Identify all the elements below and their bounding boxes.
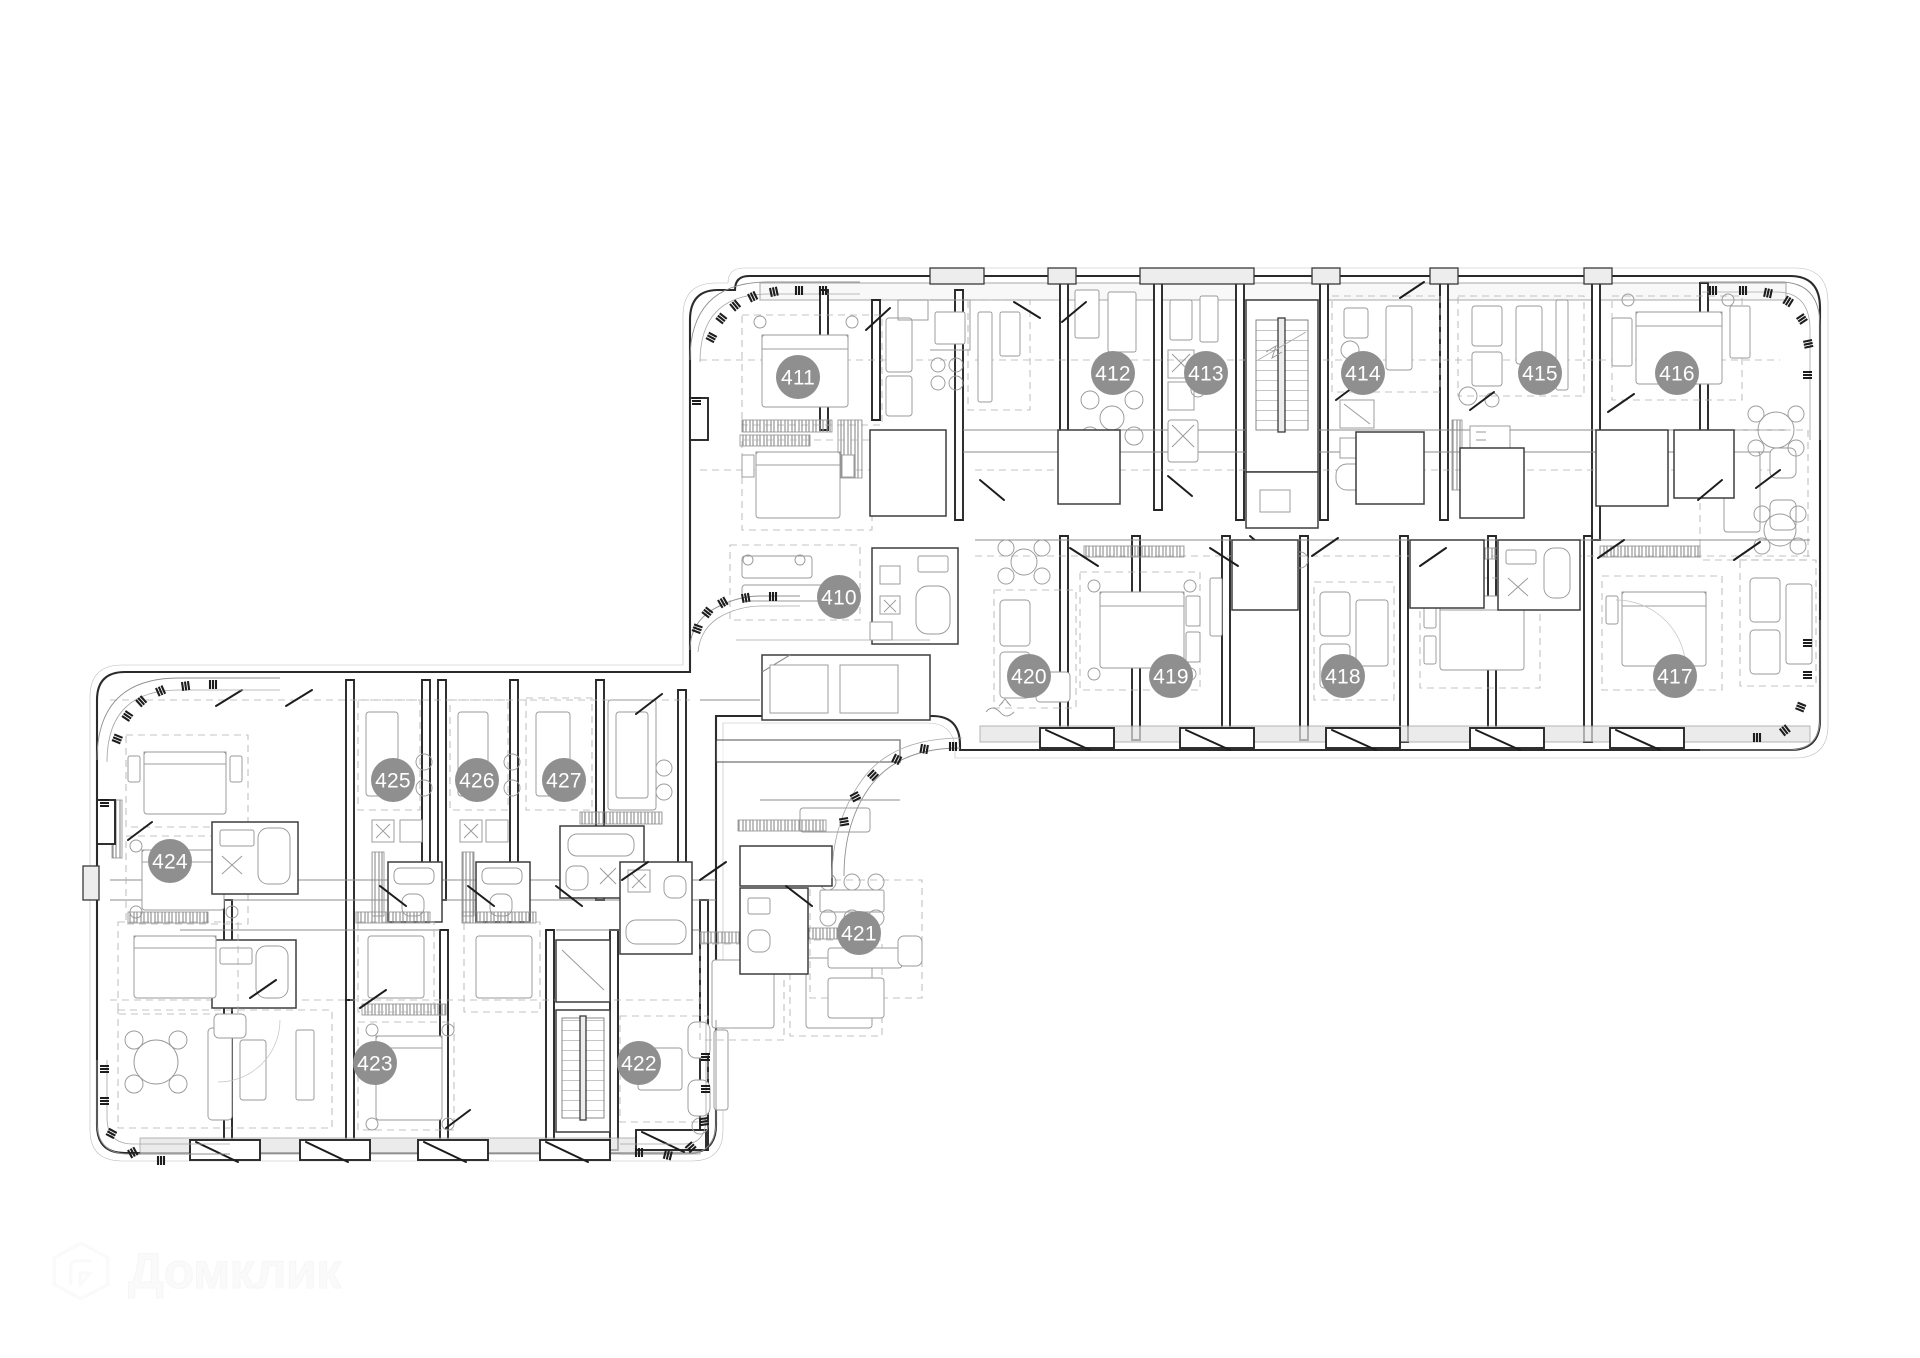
unit-badge-circle xyxy=(776,355,820,399)
unit-badge-label: 426 xyxy=(459,770,495,793)
south-balcony-band xyxy=(139,1129,707,1163)
middle-bathrooms xyxy=(1231,539,1581,611)
unit-badge-circle xyxy=(817,575,861,619)
unit-badge-418[interactable]: 418 xyxy=(1321,654,1365,698)
unit-badge-circle xyxy=(1653,654,1697,698)
unit-badge-circle xyxy=(1149,654,1193,698)
unit-badge-419[interactable]: 419 xyxy=(1149,654,1193,698)
unit-410-layout xyxy=(729,439,959,645)
stair-core-south xyxy=(555,939,611,1133)
balcony-connector-nw xyxy=(689,590,800,653)
unit-badge-label: 415 xyxy=(1522,363,1558,386)
unit-badge-label: 425 xyxy=(375,770,411,793)
unit-badge-label: 419 xyxy=(1153,666,1189,689)
unit-badge-circle xyxy=(353,1041,397,1085)
corner-balconies xyxy=(96,281,1821,1167)
balcony-nw xyxy=(689,281,860,441)
unit-badge-410[interactable]: 410 xyxy=(817,575,861,619)
south-west-wing xyxy=(110,679,923,1163)
unit-badge-circle xyxy=(1091,351,1135,395)
facade-openings xyxy=(82,267,1821,1046)
unit-badge-414[interactable]: 414 xyxy=(1341,351,1385,395)
unit-badge-label: 421 xyxy=(841,923,877,946)
unit-badge-424[interactable]: 424 xyxy=(148,839,192,883)
unit-badge-421[interactable]: 421 xyxy=(837,911,881,955)
unit-badge-label: 412 xyxy=(1095,363,1131,386)
unit-badge-417[interactable]: 417 xyxy=(1653,654,1697,698)
unit-badge-circle xyxy=(148,839,192,883)
unit-badge-427[interactable]: 427 xyxy=(542,758,586,802)
south-bedrooms xyxy=(117,911,883,1041)
unit-419-layout xyxy=(1079,545,1223,691)
unit-badge-label: 414 xyxy=(1345,363,1381,386)
unit-badge-415[interactable]: 415 xyxy=(1518,351,1562,395)
unit-badge-label: 418 xyxy=(1325,666,1361,689)
unit-badge-circle xyxy=(542,758,586,802)
building-envelope xyxy=(89,267,1829,1162)
unit-badge-422[interactable]: 422 xyxy=(617,1041,661,1085)
unit-badge-circle xyxy=(1321,654,1365,698)
unit-badge-label: 423 xyxy=(357,1053,393,1076)
unit-badge-label: 416 xyxy=(1659,363,1695,386)
balcony-se-east xyxy=(1700,620,1821,751)
unit-badge-412[interactable]: 412 xyxy=(1091,351,1135,395)
sw-party-walls xyxy=(110,679,716,1151)
middle-east-wing xyxy=(975,505,1817,751)
unit-badge-circle xyxy=(617,1041,661,1085)
unit-badge-label: 427 xyxy=(546,770,582,793)
north-exterior-wall xyxy=(759,282,1787,301)
unit-badge-circle xyxy=(1341,351,1385,395)
unit-badge-label: 410 xyxy=(821,587,857,610)
middle-doors xyxy=(1069,537,1761,567)
middle-party-walls xyxy=(975,535,1810,743)
unit-badge-423[interactable]: 423 xyxy=(353,1041,397,1085)
balcony-middle-inner xyxy=(831,737,963,879)
unit-badge-420[interactable]: 420 xyxy=(1007,654,1051,698)
unit-badge-413[interactable]: 413 xyxy=(1184,351,1228,395)
unit-badge-label: 420 xyxy=(1011,666,1047,689)
unit-badge-label: 411 xyxy=(781,367,815,390)
unit-badge-circle xyxy=(455,758,499,802)
unit-417-layout xyxy=(1599,505,1817,691)
unit-badge-circle xyxy=(1655,351,1699,395)
balcony-sw-nw xyxy=(96,677,280,845)
sw-doors xyxy=(127,689,813,1129)
unit-badge-circle xyxy=(1007,654,1051,698)
balcony-se-south xyxy=(620,1020,717,1162)
unit-badge-426[interactable]: 426 xyxy=(455,758,499,802)
unit-badge-circle xyxy=(1184,351,1228,395)
unit-424-layout xyxy=(111,734,299,1009)
unit-badge-411[interactable]: 411 xyxy=(776,355,820,399)
stair-core-north xyxy=(1245,299,1319,529)
unit-badge-416[interactable]: 416 xyxy=(1655,351,1699,395)
unit-number-badges[interactable]: 410 411 412 413 414 415 416 417 418 419 420 421 422 4… xyxy=(148,351,1699,1085)
north-bathrooms xyxy=(869,429,1735,519)
unit-421-layout xyxy=(619,819,923,1019)
unit-badge-circle xyxy=(371,758,415,802)
unit-badge-425[interactable]: 425 xyxy=(371,758,415,802)
unit-badge-label: 413 xyxy=(1188,363,1224,386)
connector-block xyxy=(700,639,931,833)
unit-badge-circle xyxy=(837,911,881,955)
unit-badge-label: 424 xyxy=(152,851,188,874)
balcony-ne xyxy=(1700,281,1821,440)
balcony-sw-bottom xyxy=(96,1060,230,1167)
unit-badge-circle xyxy=(1518,351,1562,395)
middle-balcony-band xyxy=(979,725,1811,751)
unit-badge-label: 422 xyxy=(621,1053,657,1076)
unit-badge-label: 417 xyxy=(1657,666,1693,689)
